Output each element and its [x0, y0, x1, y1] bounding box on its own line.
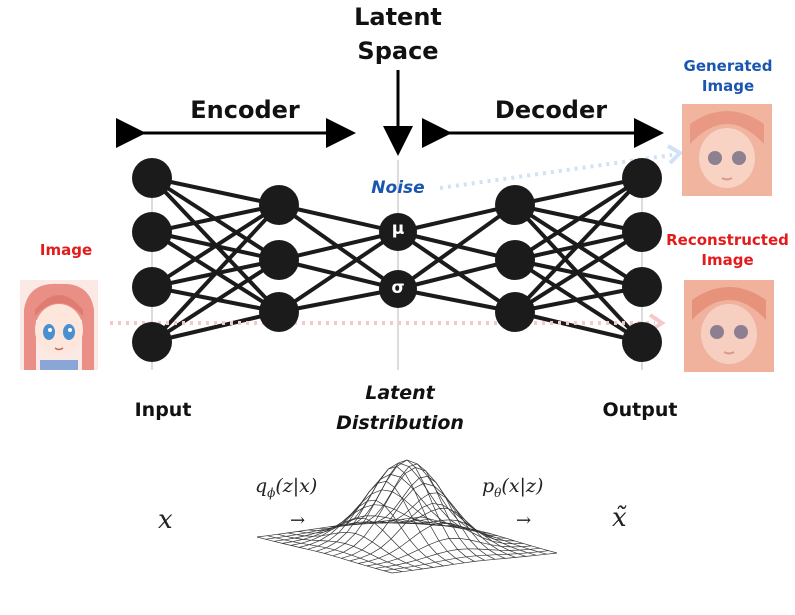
network-edge: [278, 230, 399, 262]
formula-x-tilde: x̃: [612, 503, 627, 533]
reconstructed-face-image: [684, 280, 774, 372]
network-node: [132, 212, 172, 252]
formula-arrow-left: →: [290, 510, 306, 531]
input-label: Input: [134, 399, 192, 421]
network-edge: [396, 230, 517, 314]
gaussian-wire: [349, 463, 485, 561]
network-node: [495, 292, 535, 332]
network-edge: [151, 176, 280, 207]
network-node: [259, 240, 299, 280]
latent-space-title-line2: Space: [357, 37, 439, 65]
gaussian-wire: [267, 535, 403, 573]
network-edge: [277, 230, 400, 314]
network-node: [495, 185, 535, 225]
decoder-title: Decoder: [494, 96, 608, 124]
network-node: [495, 240, 535, 280]
gaussian-wire: [375, 547, 541, 569]
network-edge: [397, 203, 516, 234]
formula-x: x: [158, 505, 173, 535]
gaussian-wire: [307, 473, 473, 550]
mu-label: μ: [391, 219, 405, 239]
network-edge: [514, 176, 643, 207]
image-label: Image: [39, 241, 93, 259]
gaussian-wire: [391, 552, 558, 574]
network-edge: [150, 203, 281, 344]
formula-p-subscript: θ: [494, 485, 502, 500]
network-edge: [150, 203, 281, 289]
network-node: [259, 185, 299, 225]
network-node: [259, 292, 299, 332]
noise-arrow-head: [666, 144, 684, 165]
reconstructed-label-line2: Image: [701, 251, 754, 269]
gaussian-wire: [265, 518, 431, 540]
formula-p-symbol: p: [482, 475, 495, 497]
gaussian-wire: [383, 550, 549, 572]
generated-label-line2: Image: [701, 77, 755, 95]
network-edge: [278, 287, 399, 314]
gaussian-wire: [332, 467, 498, 557]
gaussian-wire: [366, 537, 532, 567]
formula-q-args: (z|x): [275, 475, 318, 497]
network-edge: [514, 285, 643, 314]
gaussian-wire: [324, 459, 490, 554]
formula-q: qϕ(z|x): [255, 475, 317, 500]
gaussian-wire: [358, 522, 524, 564]
latent-distribution-label: Latent Distribution: [325, 378, 475, 438]
network-edges: [150, 176, 644, 344]
formula-q-symbol: q: [255, 475, 268, 497]
reconstructed-image-label: Reconstructed Image: [660, 230, 795, 270]
network-edge: [397, 258, 516, 291]
formula-p: pθ(x|z): [482, 475, 543, 500]
network-edge: [150, 258, 281, 344]
network-nodes: [132, 158, 662, 362]
generated-face-image: [682, 104, 772, 196]
formula-arrow-right: →: [516, 510, 532, 531]
gaussian-wire: [339, 459, 475, 562]
network-edge: [513, 176, 644, 262]
network-node: [132, 322, 172, 362]
gaussian-surface: [256, 459, 558, 574]
gaussian-wire: [315, 462, 482, 552]
network-node: [132, 267, 172, 307]
network-edge: [278, 258, 399, 291]
network-node: [622, 212, 662, 252]
input-face-image: [20, 280, 98, 370]
generated-label-line1: Generated: [683, 57, 773, 75]
network-edge: [151, 203, 280, 234]
gaussian-wire: [341, 482, 507, 559]
network-edge: [278, 203, 399, 234]
network-node: [132, 158, 172, 198]
network-edge: [396, 203, 517, 291]
latent-space-title-line1: Latent: [354, 3, 442, 31]
network-edge: [513, 176, 644, 314]
formula-p-args: (x|z): [501, 475, 544, 497]
sigma-label: σ: [391, 278, 405, 298]
latent-distribution-line2: Distribution: [336, 412, 464, 434]
formula-q-subscript: ϕ: [267, 485, 276, 500]
network-node: [622, 322, 662, 362]
noise-label: Noise: [371, 178, 425, 198]
output-label: Output: [602, 399, 678, 421]
encoder-title: Encoder: [190, 96, 300, 124]
network-edge: [514, 310, 643, 344]
mu-node: [379, 213, 417, 251]
network-node: [622, 267, 662, 307]
network-edge: [513, 230, 644, 314]
gaussian-wire: [282, 515, 448, 544]
network-node: [622, 158, 662, 198]
network-edge: [151, 310, 280, 344]
gaussian-wire: [256, 516, 423, 538]
reconstructed-label-line1: Reconstructed: [666, 231, 789, 249]
latent-distribution-line1: Latent: [365, 382, 435, 404]
generated-image-label: Generated Image: [668, 56, 788, 96]
gaussian-wire: [360, 475, 496, 560]
sigma-node: [379, 270, 417, 308]
latent-space-title: Latent Space: [330, 0, 466, 68]
gaussian-wire: [349, 502, 515, 562]
